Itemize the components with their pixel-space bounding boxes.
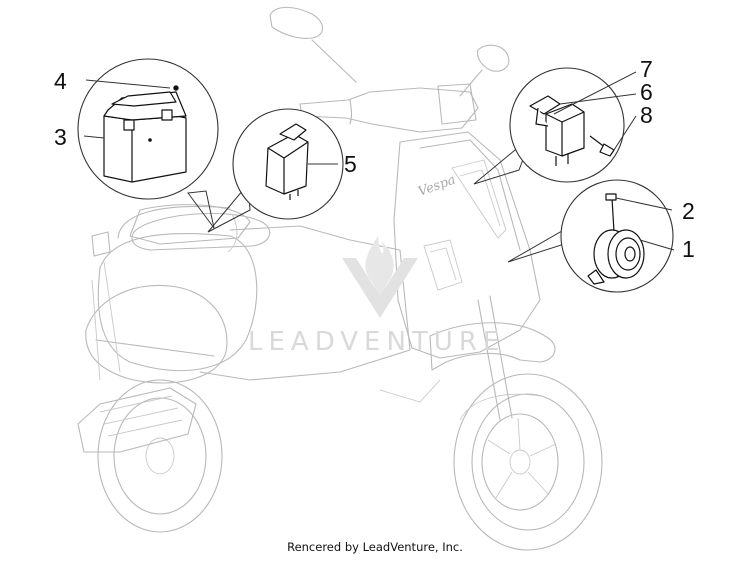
scooter-outline [77, 6, 603, 551]
callout-5: 5 [344, 151, 357, 177]
bracket-callout [473, 67, 625, 185]
credit-line: Rencered by LeadVenture, Inc. [287, 540, 463, 554]
callout-3: 3 [54, 124, 67, 150]
callout-4: 4 [54, 68, 67, 94]
leadventure-logo [342, 236, 418, 318]
callout-2: 2 [682, 198, 695, 224]
horn-callout [507, 179, 674, 293]
relay-callout [207, 108, 344, 233]
battery-callout [77, 58, 219, 229]
watermark-text: LEADVENTURE [248, 327, 505, 357]
relay-bracket-icon [529, 95, 615, 166]
horn-icon [587, 193, 645, 285]
vespa-badge: Vespa [416, 172, 457, 199]
callout-1: 1 [682, 236, 695, 262]
callout-7: 7 [640, 56, 653, 82]
callout-8: 8 [640, 102, 653, 128]
callout-6: 6 [640, 79, 653, 105]
battery-icon [103, 85, 187, 183]
relay-icon [265, 123, 309, 200]
leader-battery [187, 190, 215, 229]
